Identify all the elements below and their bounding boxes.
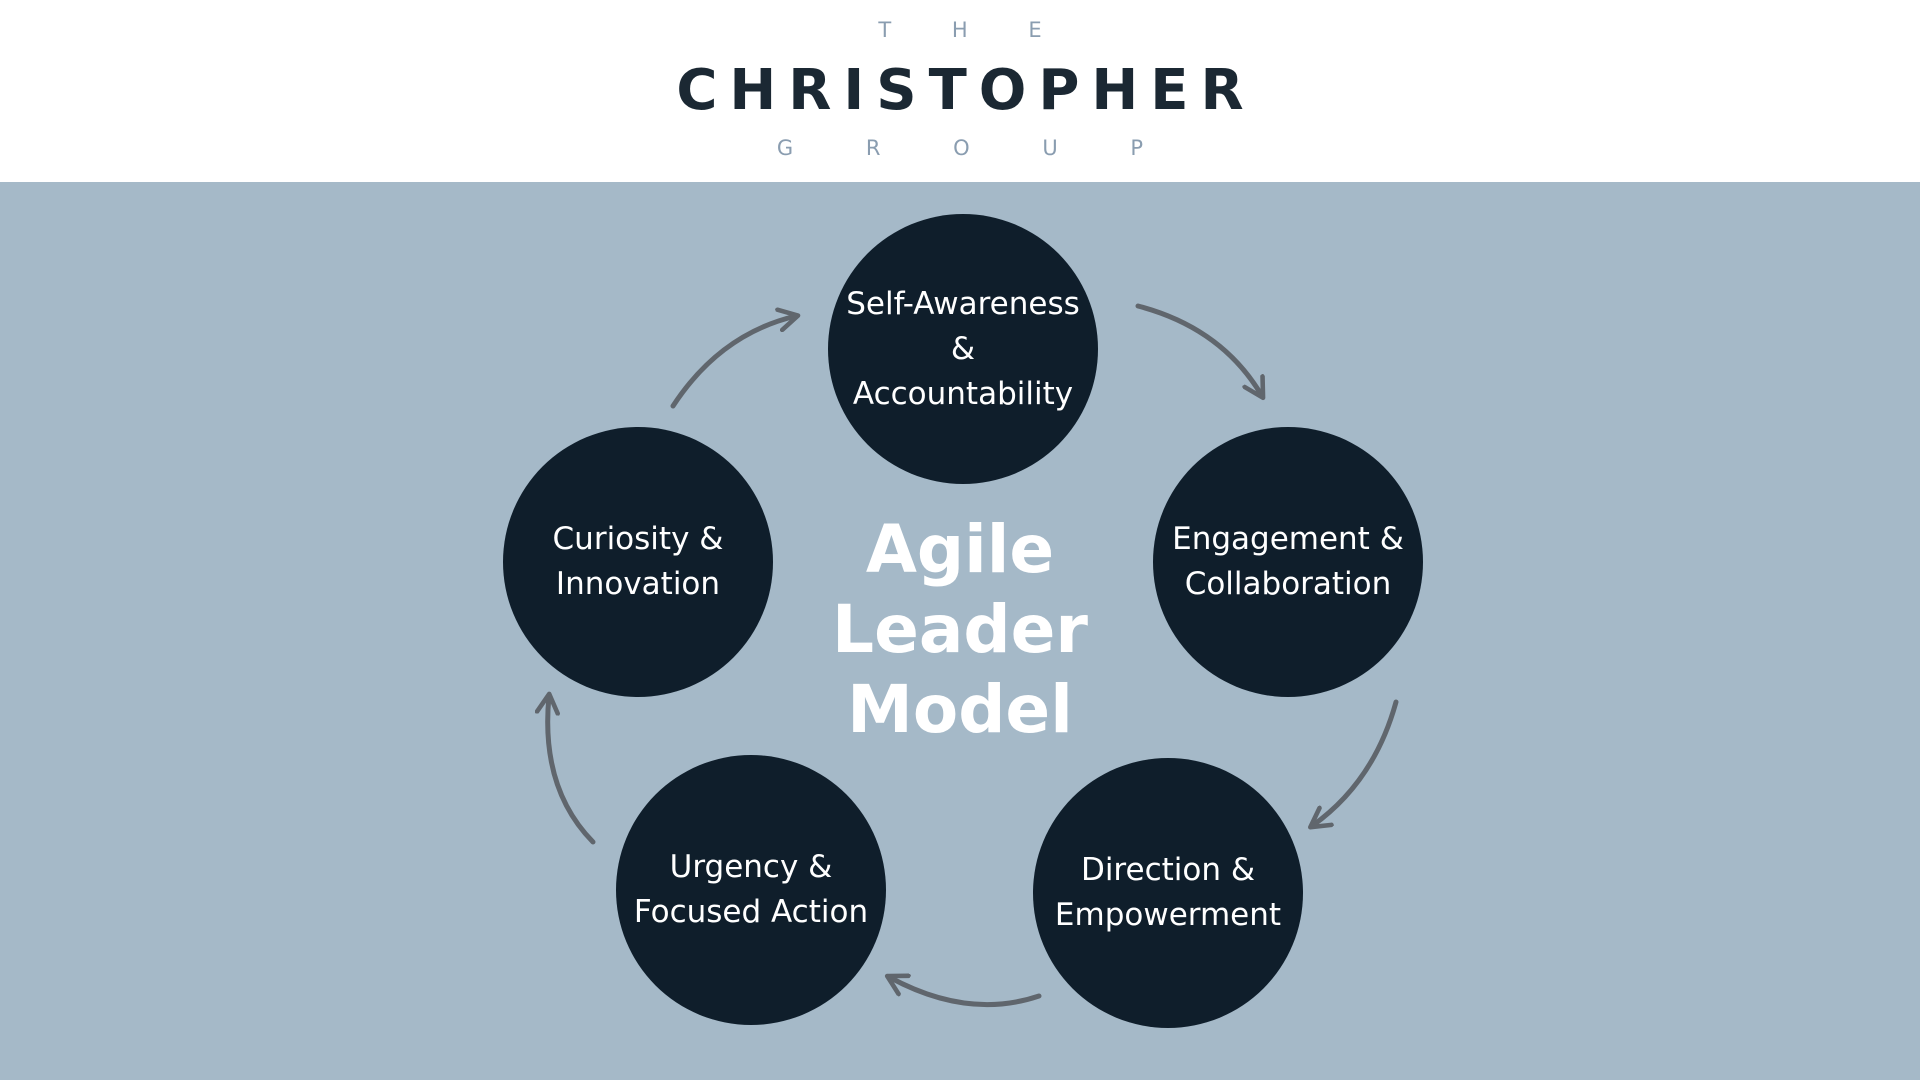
- logo-name-text: CHRISTOPHER: [676, 58, 1256, 123]
- node-curiosity: Curiosity & Innovation: [503, 427, 773, 697]
- node-engagement: Engagement & Collaboration: [1153, 427, 1423, 697]
- node-label: Engagement & Collaboration: [1172, 521, 1404, 602]
- node-label: Curiosity & Innovation: [552, 521, 724, 602]
- node-label: Urgency & Focused Action: [633, 849, 869, 930]
- header: T H E CHRISTOPHER G R O U P: [0, 0, 1920, 182]
- node-self-awareness: Self-Awareness & Accountability: [828, 214, 1098, 484]
- logo-the-text: T H E: [878, 18, 1069, 42]
- node-label: Direction & Empowerment: [1054, 852, 1282, 933]
- node-direction: Direction & Empowerment: [1033, 758, 1303, 1028]
- arrow-curiosity-to-self: [670, 316, 796, 409]
- arrow-self-to-engagement: [1135, 303, 1262, 396]
- arrow-urgency-to-curiosity: [548, 696, 596, 845]
- christopher-group-logo: T H E CHRISTOPHER G R O U P: [0, 0, 1920, 182]
- node-label: Self-Awareness & Accountability: [846, 285, 1080, 412]
- logo-group-text: G R O U P: [776, 136, 1177, 160]
- diagram-title: Agile Leader Model: [832, 511, 1088, 748]
- arrow-engagement-to-direction: [1312, 699, 1399, 826]
- arrow-direction-to-urgency: [889, 977, 1042, 1008]
- node-urgency: Urgency & Focused Action: [616, 755, 886, 1025]
